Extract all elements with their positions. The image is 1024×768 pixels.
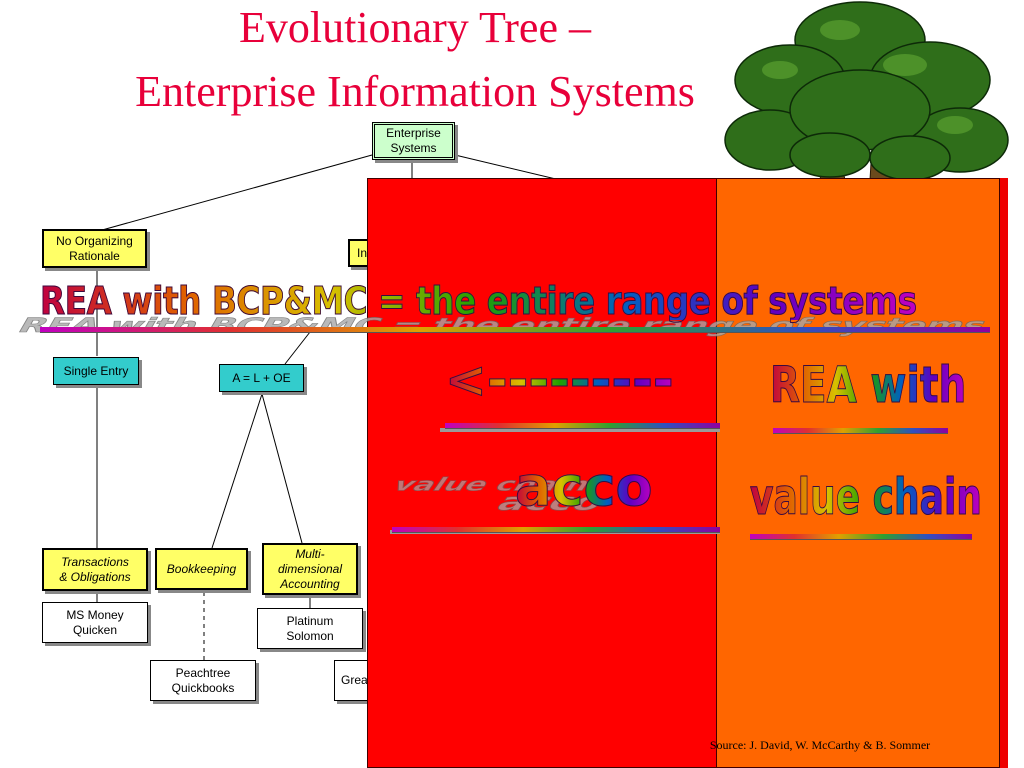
node-transactions-obligations: Transactions & Obligations xyxy=(42,548,148,591)
shadow-bar-1 xyxy=(440,428,720,432)
red-edge-strip xyxy=(1000,178,1008,768)
node-multidimensional-accounting: Multi- dimensional Accounting xyxy=(262,543,358,595)
node-accounting-equation: A = L + OE xyxy=(219,364,304,392)
value-chain-underline xyxy=(750,534,972,540)
node-enterprise-systems: Enterprise Systems xyxy=(372,122,455,160)
acco-wordart: acco xyxy=(515,455,654,518)
headline-wordart: REA with BCP&MC = the entire range of sy… xyxy=(40,279,918,323)
node-bookkeeping: Bookkeeping xyxy=(155,548,248,590)
node-no-organizing-rationale: No Organizing Rationale xyxy=(42,229,147,268)
rea-with-underline xyxy=(773,428,948,434)
acco-underline xyxy=(392,527,720,533)
node-single-entry: Single Entry xyxy=(53,357,139,385)
node-platinum-solomon: Platinum Solomon xyxy=(257,608,363,649)
node-ms-money-quicken: MS Money Quicken xyxy=(42,602,148,643)
value-chain-wordart: value chain xyxy=(750,468,983,526)
title-line-2: Enterprise Information Systems xyxy=(135,67,695,116)
title-line-1: Evolutionary Tree – xyxy=(239,3,591,52)
tree-illustration xyxy=(724,1,1009,181)
arrow-wordart: <--------- xyxy=(445,351,675,409)
headline-underline xyxy=(40,327,990,333)
node-peachtree-quickbooks: Peachtree Quickbooks xyxy=(150,660,256,701)
source-citation: Source: J. David, W. McCarthy & B. Somme… xyxy=(709,738,931,752)
rea-with-wordart: REA with xyxy=(770,356,967,414)
arrow-underline xyxy=(445,423,720,429)
orange-panel xyxy=(716,178,1000,768)
tree-foliage xyxy=(724,1,1009,181)
